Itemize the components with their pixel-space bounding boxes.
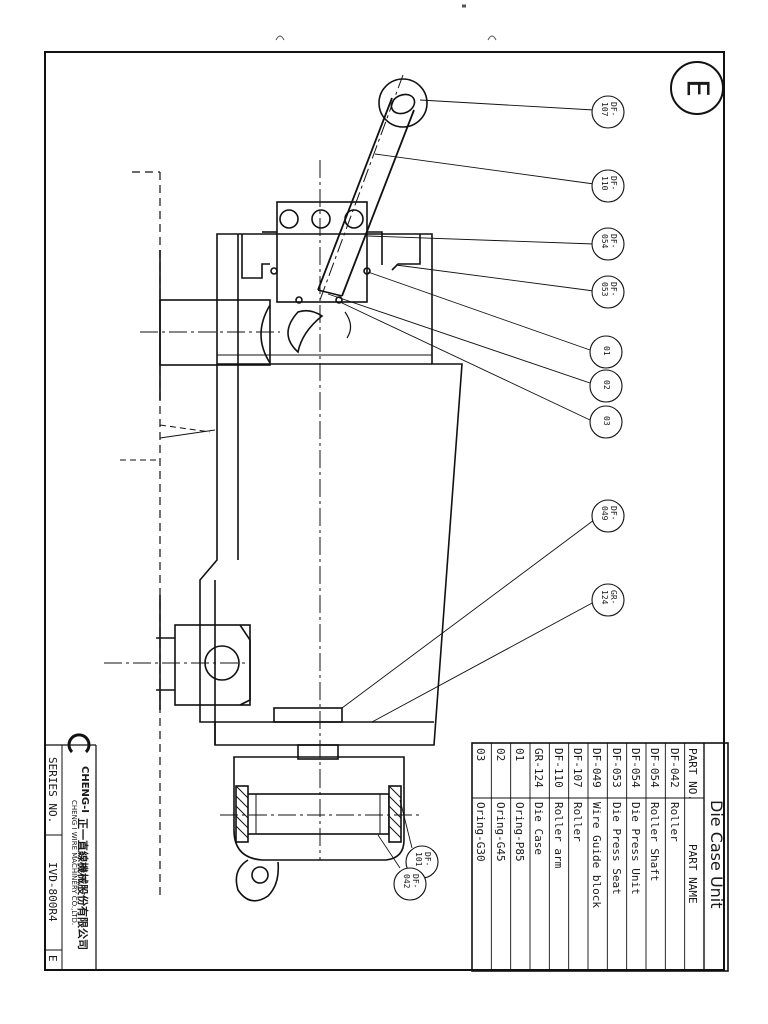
parts-table-part-name: Oring-G30 (474, 802, 488, 862)
parts-table-part-name: Oring-G45 (493, 802, 507, 862)
company-english-name: CHENG I WIRE MACHINERY CO.,LTD. (70, 800, 78, 926)
callout-label-line2: 042 (402, 874, 411, 889)
company-logo-text: CHENG-I (79, 766, 90, 813)
parts-table-part-no: DF-049 (590, 748, 604, 788)
callout-label: DF-042 (402, 874, 420, 888)
callout-df-107 (591, 95, 625, 129)
parts-table-title: Die Case Unit (707, 800, 726, 909)
callout-label-line2: 110 (600, 176, 609, 191)
callout-label: DF-110 (600, 176, 618, 190)
series-number: IVD-800R4 (46, 862, 59, 922)
parts-table-part-name: Oring-P85 (513, 802, 526, 862)
parts-table-part-no: GR-124 (532, 748, 546, 788)
callout-label: 02 (602, 380, 611, 390)
callout-label-line1: DF- (609, 506, 618, 521)
callout-label: DF-053 (600, 282, 618, 296)
callout-label-line2: 049 (600, 506, 609, 521)
callout-label-line1: DF- (609, 102, 618, 117)
parts-table-part-no: DF-107 (571, 748, 584, 788)
callout-label-line1: 02 (602, 380, 611, 390)
callout-label: DF-101 (414, 852, 432, 866)
callout-label: DF-054 (600, 234, 618, 248)
parts-table-part-no: DF-042 (667, 748, 681, 788)
callout-df-049 (591, 499, 625, 533)
parts-table-part-name: Roller Shaft (648, 802, 662, 882)
parts-table (471, 742, 729, 972)
parts-table-part-name: Wire Guide block (590, 802, 604, 908)
parts-table-part-name: Die Press Seat (609, 802, 623, 895)
drawing-border (44, 51, 725, 971)
parts-table-part-no: 02 (493, 748, 507, 762)
callout-label-line2: 124 (600, 590, 609, 605)
parts-table-part-no: DF-054 (629, 748, 642, 788)
callout-label-line2: 053 (600, 282, 609, 297)
parts-table-part-name: Roller (571, 802, 584, 842)
die-case-unit-drawing (104, 74, 463, 902)
callout-label-line1: DF- (411, 874, 420, 889)
title-block (45, 733, 97, 970)
callout-label-line1: 01 (602, 346, 611, 356)
callout-label-line1: DF- (609, 176, 618, 191)
parts-table-part-name: Die Press Unit (629, 802, 642, 895)
callout-02 (589, 369, 623, 403)
scan-artifacts (275, 4, 497, 41)
callout-label: 03 (602, 416, 611, 426)
callouts (393, 95, 625, 901)
callout-label: DF-049 (600, 506, 618, 520)
callout-label-line2: 054 (600, 234, 609, 249)
callout-label-line1: GR- (609, 590, 618, 605)
callout-df-053 (591, 275, 625, 309)
parts-table-part-no: DF-053 (609, 748, 623, 788)
view-letter: E (680, 79, 715, 97)
leader-lines (327, 99, 595, 869)
callout-label: 01 (602, 346, 611, 356)
parts-table-part-name: Die Case (532, 802, 546, 855)
callout-label: GR-124 (600, 590, 618, 604)
parts-table-part-no: DF-054 (648, 748, 662, 788)
callout-label-line2: 107 (600, 102, 609, 117)
callout-label-line1: DF- (423, 852, 432, 867)
callout-label-line1: 03 (602, 416, 611, 426)
parts-table-header-part-no: PART NO. (686, 748, 699, 801)
callout-gr-124 (591, 583, 625, 617)
parts-table-part-no: DF-110 (551, 748, 565, 788)
callout-label-line1: DF- (609, 234, 618, 249)
callout-03 (589, 405, 623, 439)
callout-01 (589, 335, 623, 369)
callout-label-line2: 101 (414, 852, 423, 867)
parts-table-part-name: Roller arm (551, 802, 565, 869)
series-suffix: E (46, 955, 59, 962)
parts-table-part-name: Roller (667, 802, 681, 842)
callout-df-054 (591, 227, 625, 261)
callout-label: DF-107 (600, 102, 618, 116)
view-letter-circle: E (670, 61, 724, 115)
callout-df-110 (591, 169, 625, 203)
series-label: SERIES NO. (46, 757, 59, 824)
callout-label-line1: DF- (609, 282, 618, 297)
parts-table-part-no: 01 (513, 748, 526, 762)
parts-table-part-no: 03 (474, 748, 488, 762)
callout-df-042 (393, 867, 427, 901)
parts-table-header-part-name: PART NAME (686, 844, 699, 904)
